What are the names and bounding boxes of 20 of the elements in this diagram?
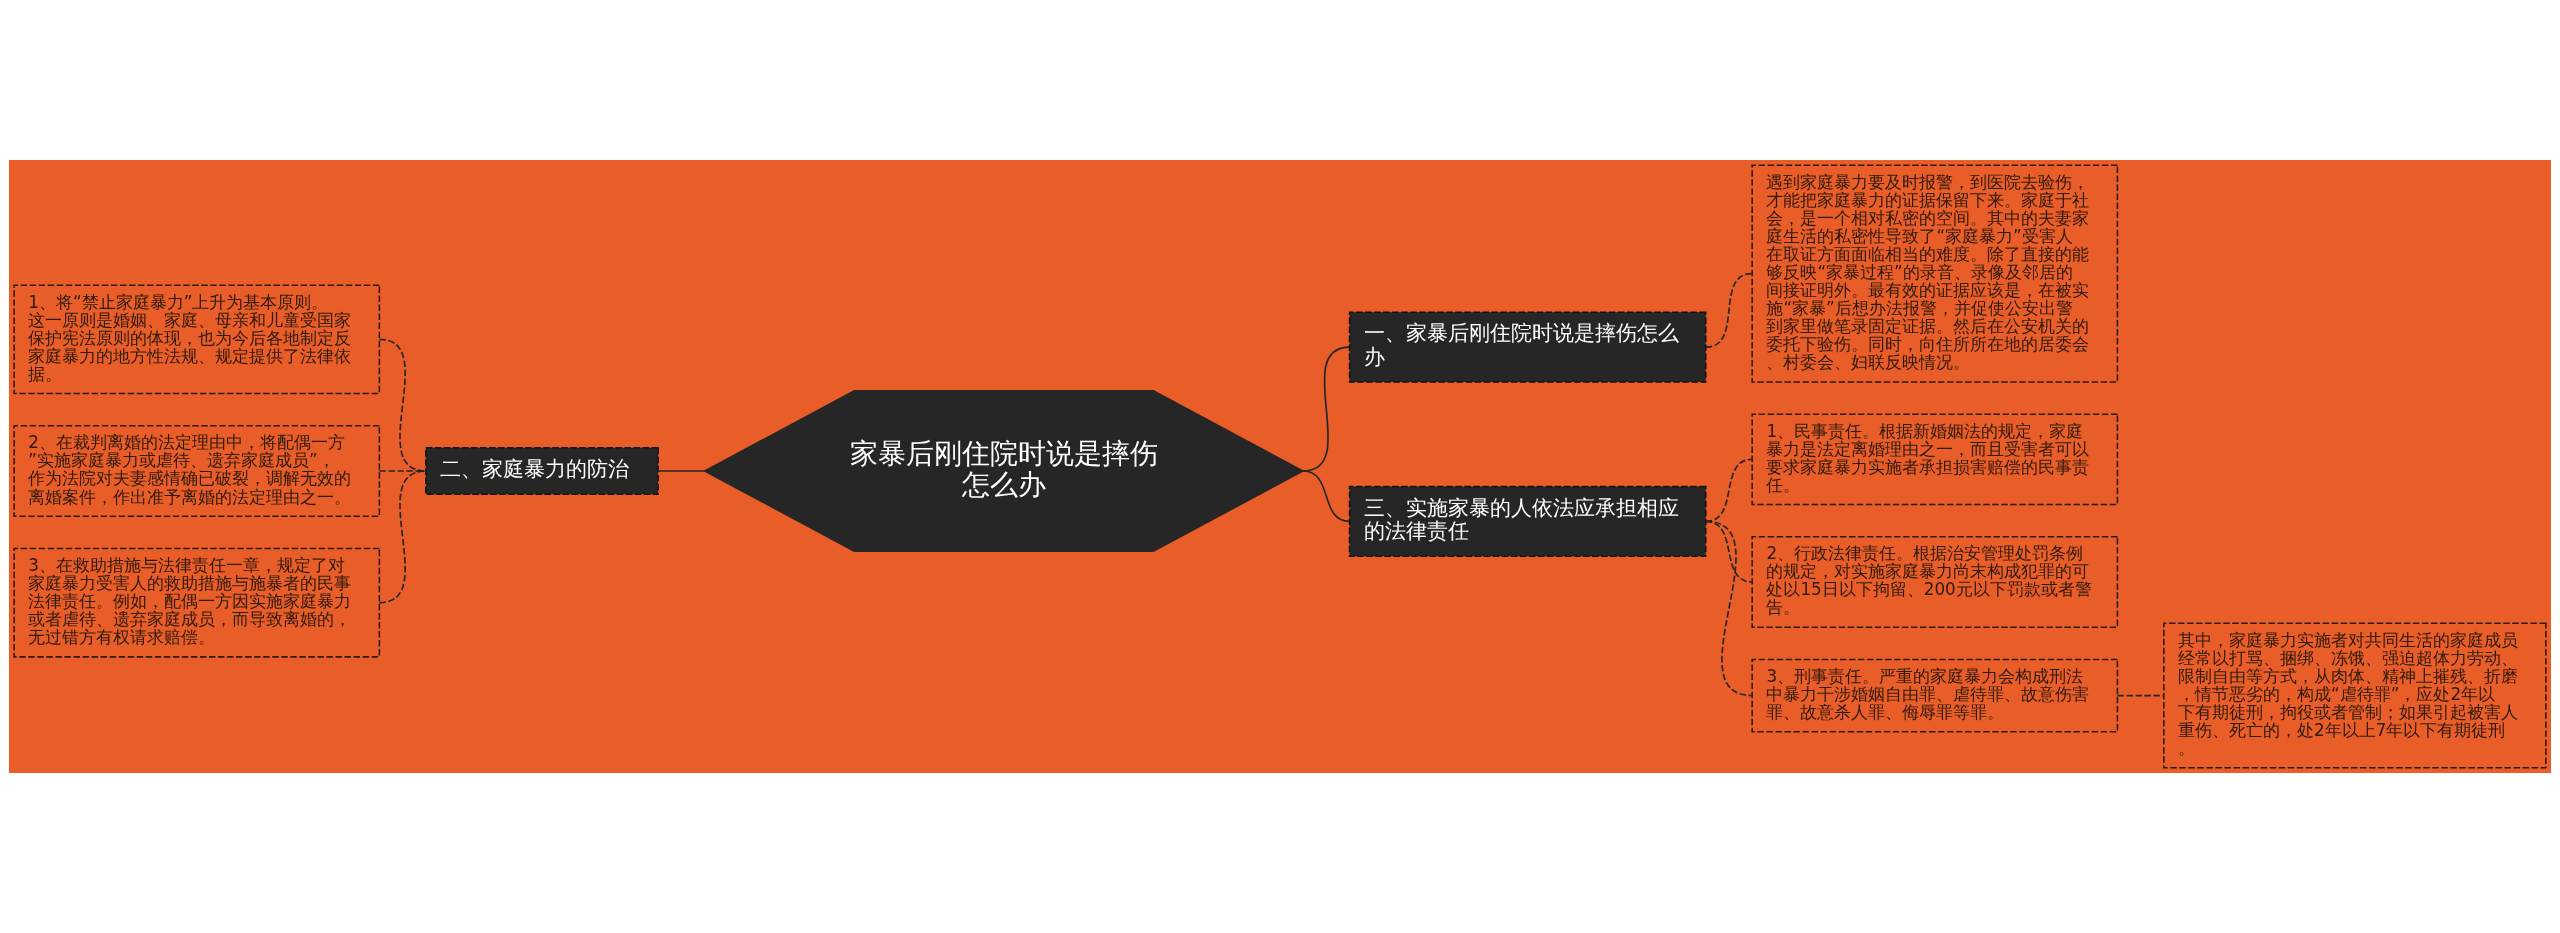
node-box: 一、家暴后刚住院时说是摔伤怎么办 <box>1348 311 1707 383</box>
node-box: 2、行政法律责任。根据治安管理处罚条例的规定，对实施家庭暴力尚末构成犯罪的可处以15日以下拘留、200元以下罚款或者警告。 <box>1751 536 2119 628</box>
connector <box>1704 520 1753 697</box>
connector <box>2116 694 2165 697</box>
node-box: 1、民事责任。根据新婚姻法的规定，家庭暴力是法定离婚理由之一，而且受害者可以要求家庭暴力实施者承担损害赔偿的民事责任。 <box>1751 413 2119 506</box>
node-box: 3、在救助措施与法律责任一章，规定了对家庭暴力受害人的救助措施与施暴者的民事法律责任。例如，配偶一方因实施家庭暴力或者虐待、遗弃家庭成员，而导致离婚的，无过错方有权请求赔偿。 <box>13 547 381 658</box>
connector <box>378 338 427 472</box>
connector <box>1302 470 1351 523</box>
node-box: 遇到家庭暴力要及时报警，到医院去验伤，才能把家庭暴力的证据保留下来。家庭于社会，是一个相对私密的空间。其中的夫妻家庭生活的私密性导致了“家庭暴力”受害人在取证方面面临相当的难度。除了直接的能够反映“家暴过程”的录音、录像及邻居的间接证明外。最有效的证据应该是，在被实施“家暴”后想办法报警，并促使公安出警到家里做笔录固定证据。然后在公安机关的委托下验伤。同时，向住所所在地的居委会、村委会、妇联反映情况。 <box>1751 164 2119 383</box>
connector <box>378 470 427 604</box>
node-box: 2、在裁判离婚的法定理由中，将配偶一方”实施家庭暴力或虐待、遗弃家庭成员”，作为法院对夫妻感情确已破裂，调解无效的离婚案件，作出准予离婚的法定理由之一。 <box>13 425 381 517</box>
connector <box>1704 272 1753 348</box>
node-box: 三、实施家暴的人依法应承担相应的法律责任 <box>1348 485 1707 557</box>
node-box: 二、家庭暴力的防治 <box>425 447 659 496</box>
connector <box>1704 458 1753 523</box>
node-box: 其中，家庭暴力实施者对共同生活的家庭成员经常以打骂、捆绑、冻饿、强迫超体力劳动、限制自由等方式，从肉体、精神上摧残、折磨，情节恶劣的，构成“虐待罪”，应处2年以下有期徒刑，拘役或者管制；如果引起被害人重伤、死亡的，处2年以上7年以下有期徒刑。 <box>2163 622 2547 769</box>
connector <box>657 470 706 472</box>
connector <box>378 470 427 472</box>
node-box: 1、将“禁止家庭暴力”上升为基本原则。这一原则是婚姻、家庭、母亲和儿童受国家保护宪法原则的体现，也为今后各地制定反家庭暴力的地方性法规、规定提供了法律依据。 <box>13 284 381 395</box>
node-box: 3、刑事责任。严重的家庭暴力会构成刑法中暴力干涉婚姻自由罪、虐待罪、故意伤害罪、故意杀人罪、侮辱罪等罪。 <box>1751 658 2119 733</box>
